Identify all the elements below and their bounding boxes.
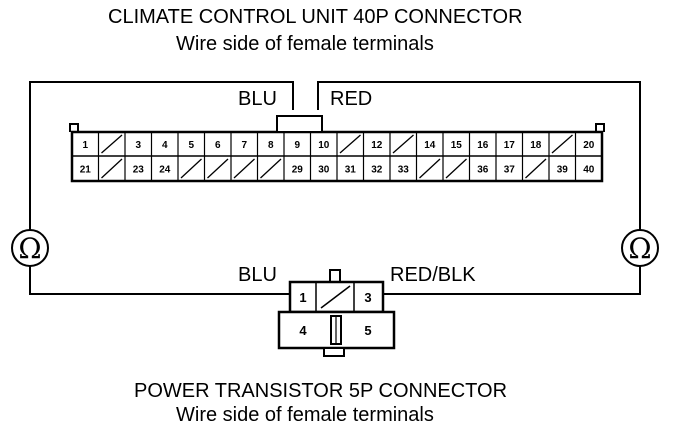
row2-pin-36: 36	[477, 165, 489, 176]
row2-pin-31: 31	[345, 165, 357, 176]
pin5-1: 1	[299, 290, 306, 305]
top-connector-title: CLIMATE CONTROL UNIT 40P CONNECTOR	[108, 6, 523, 28]
row2-empty-slot	[419, 158, 441, 179]
bottom-wire-label-redblk: RED/BLK	[390, 264, 476, 286]
row2-empty-slot	[233, 158, 255, 179]
row1-pins: 1 3 4 5 6 7 8 9 10 12 14 15 16 17 18 20	[82, 134, 595, 154]
row2-pins: 21 23 24 29 30 31 32 33 36 37 39 40	[80, 158, 595, 179]
row2-pin-24: 24	[159, 165, 171, 176]
row2-empty-slot	[180, 158, 202, 179]
connector-40p	[69, 115, 605, 183]
bottom-wire-label-blu: BLU	[238, 264, 277, 286]
bottom-connector-subtitle: Wire side of female terminals	[176, 404, 434, 426]
top-wire-label-blu: BLU	[238, 88, 277, 110]
row1-pin-8: 8	[268, 140, 274, 151]
row1-pin-15: 15	[451, 140, 463, 151]
ohm-symbol-left: Ω	[18, 232, 41, 265]
row1-pin-10: 10	[318, 140, 330, 151]
ohmmeter-left-icon	[11, 229, 49, 267]
left-test-lead	[29, 81, 294, 295]
right-test-lead	[317, 81, 641, 295]
ohm-symbol-right: Ω	[628, 232, 651, 265]
row2-empty-slot	[260, 158, 282, 179]
row2-pin-32: 32	[371, 165, 383, 176]
row1-empty-slot	[339, 134, 361, 154]
ohmmeter-right-icon	[621, 229, 659, 267]
row1-pin-3: 3	[135, 140, 141, 151]
row1-pin-1: 1	[82, 140, 88, 151]
top-connector-subtitle: Wire side of female terminals	[176, 33, 434, 55]
row2-pin-23: 23	[133, 165, 145, 176]
row2-empty-slot	[101, 158, 123, 179]
row2-empty-slot	[207, 158, 229, 179]
pin5-5: 5	[364, 323, 371, 338]
row2-pin-33: 33	[398, 165, 410, 176]
bottom-connector-title: POWER TRANSISTOR 5P CONNECTOR	[134, 380, 508, 402]
row1-pin-20: 20	[583, 140, 595, 151]
row1-pin-14: 14	[424, 140, 436, 151]
row1-pin-6: 6	[215, 140, 221, 151]
row1-pin-16: 16	[477, 140, 489, 151]
row1-empty-slot	[392, 134, 414, 154]
row1-pin-7: 7	[241, 140, 247, 151]
row1-empty-slot	[551, 134, 573, 154]
connector-5p	[277, 269, 396, 357]
row2-pin-21: 21	[80, 165, 92, 176]
row2-empty-slot	[525, 158, 547, 179]
row1-pin-12: 12	[371, 140, 383, 151]
row2-pin-40: 40	[583, 165, 595, 176]
row1-pin-5: 5	[188, 140, 194, 151]
pin5-3: 3	[364, 290, 371, 305]
row1-pin-18: 18	[530, 140, 542, 151]
row2-empty-slot	[445, 158, 467, 179]
row1-pin-9: 9	[294, 140, 300, 151]
row2-pin-37: 37	[504, 165, 516, 176]
row1-pin-4: 4	[162, 140, 168, 151]
row2-pin-30: 30	[318, 165, 330, 176]
top-wire-label-red: RED	[330, 88, 373, 110]
row2-pin-39: 39	[557, 165, 569, 176]
pin5-4: 4	[299, 323, 307, 338]
row1-pin-17: 17	[504, 140, 516, 151]
row1-empty-slot	[101, 134, 123, 154]
row2-pin-29: 29	[292, 165, 304, 176]
